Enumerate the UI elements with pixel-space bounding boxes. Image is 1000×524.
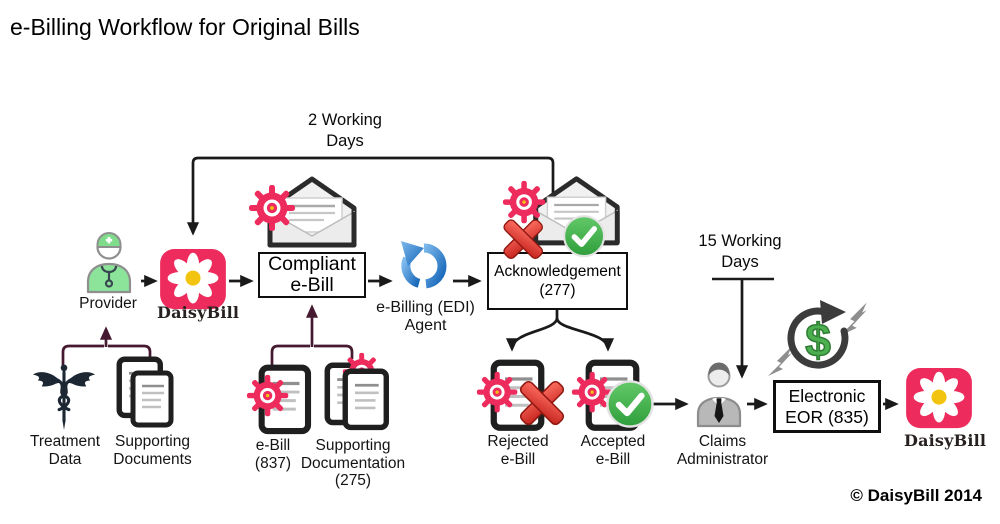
node-compliant-ebill: Compliant e-Bill (258, 252, 366, 298)
envelope-gear-icon (246, 175, 366, 252)
label-treatment-data: Treatment Data (29, 433, 101, 468)
supporting-documents-icon (116, 356, 188, 432)
label-provider: Provider (79, 295, 137, 312)
envelope-ack-status-icon (498, 172, 632, 262)
ebill-837-icon (246, 358, 318, 438)
arrow-ack-to-accepted (555, 317, 615, 352)
page-title: e-Billing Workflow for Original Bills (10, 14, 360, 40)
rejected-ebill-icon (470, 355, 572, 435)
label-accepted: Accepted e-Bill (580, 433, 646, 468)
connector-ebill837-to-compliant (270, 344, 310, 367)
label-claims-admin: Claims Administrator (676, 433, 769, 468)
dollar-glyph: $ (805, 314, 831, 366)
businessman-claims-icon (696, 362, 742, 428)
label-daisybill-left: DaisyBill (157, 303, 240, 322)
node-electronic-eor: Electronic EOR (835) (773, 380, 881, 433)
copyright-text: © DaisyBill 2014 (850, 486, 982, 505)
connector-supp275-to-compliant (314, 344, 354, 359)
connector-suppdocs-to-provider (108, 344, 152, 362)
label-supporting-documents: Supporting Documents (113, 433, 192, 468)
label-ebill-837: e-Bill (837) (254, 437, 292, 472)
daisybill-logo-icon (160, 249, 226, 310)
loop-2-working-days-arrow (186, 156, 555, 236)
sla-label: 15 Working Days (698, 232, 782, 271)
supporting-documentation-275-icon (320, 352, 392, 434)
money-cycle-icon: $ (768, 300, 867, 376)
doctor-provider-icon (86, 232, 132, 294)
loop-label: 2 Working Days (308, 111, 382, 150)
accepted-ebill-icon (565, 355, 667, 435)
caduceus-icon (32, 364, 96, 431)
node-acknowledgement: Acknowledgement (277) (487, 252, 628, 310)
daisybill-logo-icon-right (906, 368, 972, 429)
edi-sync-icon (401, 241, 447, 289)
label-edi-agent: e-Billing (EDI) Agent (376, 299, 475, 335)
connector-treatment-to-provider (61, 344, 104, 369)
label-rejected: Rejected e-Bill (487, 433, 549, 468)
label-supporting-documentation: Supporting Documentation (275) (300, 437, 406, 489)
arrow-ack-to-rejected (505, 317, 559, 352)
label-daisybill-right: DaisyBill (904, 431, 987, 450)
